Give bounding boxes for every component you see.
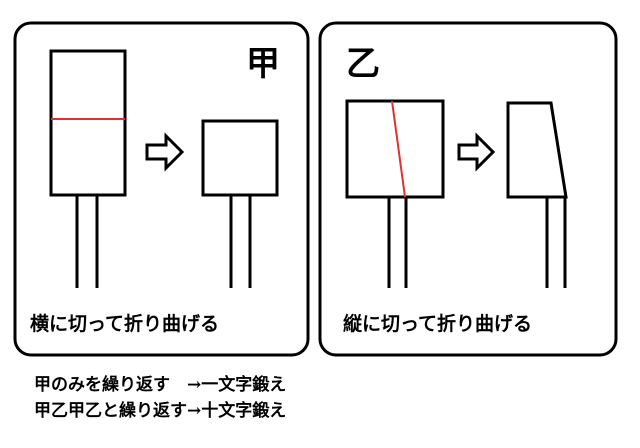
panel-otsu-mark: 乙 xyxy=(346,44,380,84)
right-arrow-icon xyxy=(145,132,185,172)
right-arrow-icon xyxy=(457,132,496,172)
billet-after-kou xyxy=(201,119,279,288)
method-notes: 甲のみを繰り返す →一文字鍛え 甲乙甲乙と繰り返す→十文字鍛え xyxy=(34,372,286,424)
note-ichimonji: 甲のみを繰り返す →一文字鍛え xyxy=(34,375,287,395)
panel-otsu-caption: 縦に切って折り曲げる xyxy=(343,312,532,335)
panel-otsu-frame xyxy=(318,21,618,357)
vertical-cut-line xyxy=(391,100,406,198)
panel-kou-frame xyxy=(13,21,310,357)
note-juumonji: 甲乙甲乙と繰り返す→十文字鍛え xyxy=(34,401,287,421)
panel-kou-caption: 横に切って折り曲げる xyxy=(30,312,219,335)
panel-otsu: 乙 縦に切って折り曲げる xyxy=(318,21,618,357)
billet-after-otsu xyxy=(506,101,568,288)
panel-kou-mark: 甲 xyxy=(246,44,280,84)
billet-before-kou xyxy=(49,49,127,288)
billet-before-otsu xyxy=(345,99,445,288)
panel-kou: 甲 横に切って折り曲げる xyxy=(13,21,310,357)
